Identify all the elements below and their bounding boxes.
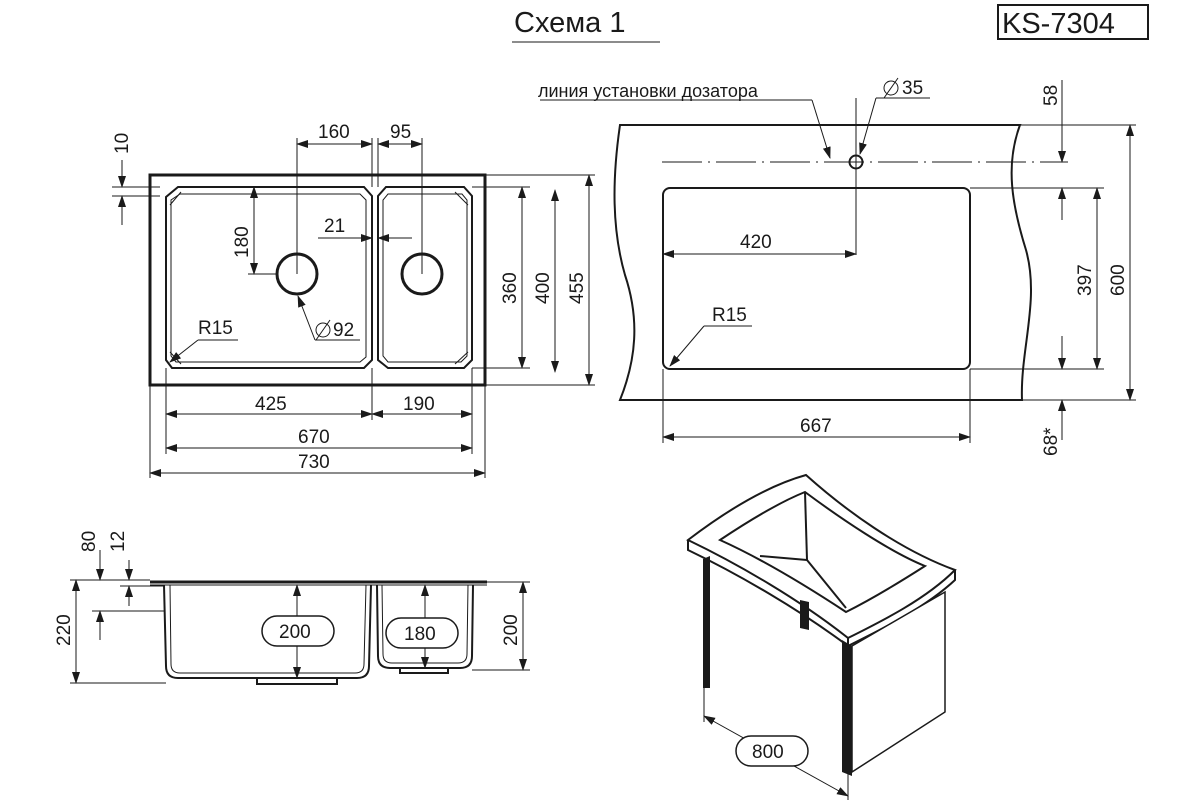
section-drain-big: [256, 677, 338, 685]
diameter-icon: [315, 319, 331, 341]
dim-80: 80: [79, 531, 100, 552]
header: Схема 1 KS-7304: [512, 4, 1149, 43]
top-view: 160 95 10 180 21 360 400 455 R15: [112, 122, 595, 478]
diameter-icon: [883, 77, 899, 99]
dim-455: 455: [567, 272, 588, 304]
dim-10: 10: [112, 133, 133, 154]
section-view: 80 12 220 200 180 200: [54, 531, 530, 685]
dim-425: 425: [255, 394, 287, 415]
sink-flange-outline: [148, 173, 487, 387]
dim-420: 420: [740, 232, 772, 253]
dim-180-section: 180: [404, 624, 436, 645]
dim-200-right: 200: [501, 614, 522, 646]
dim-220: 220: [54, 614, 75, 646]
dim-200-big: 200: [279, 622, 311, 643]
iso-front-panel: [842, 640, 852, 776]
dim-58: 58: [1041, 85, 1062, 106]
cutout-outline: [662, 187, 971, 370]
small-bowl-inner: [382, 193, 468, 363]
dim-397: 397: [1075, 264, 1096, 296]
dim-21: 21: [324, 216, 345, 237]
dim-68: 68*: [1041, 427, 1062, 456]
dim-95: 95: [390, 122, 411, 143]
iso-left-panel: [703, 556, 710, 688]
dim-800-box: [735, 735, 809, 767]
big-bowl-outline: [165, 186, 373, 369]
dim-190: 190: [403, 394, 435, 415]
small-bowl-outline: [377, 186, 473, 369]
dim-360: 360: [500, 272, 521, 304]
dim-200-box: [261, 615, 335, 647]
dim-d35: 35: [902, 78, 923, 99]
dim-12: 12: [108, 531, 129, 552]
cabinet-view: линия установки дозатора 35 420 R15 58 3…: [538, 77, 1136, 456]
iso-side-panel: [851, 590, 946, 774]
dim-600: 600: [1108, 264, 1129, 296]
model-number: KS-7304: [1002, 8, 1115, 40]
dim-400: 400: [533, 272, 554, 304]
scheme-title: Схема 1: [514, 7, 626, 39]
dim-160: 160: [318, 122, 350, 143]
section-drain-small: [399, 667, 449, 674]
dispenser-line-label: линия установки дозатора: [538, 81, 759, 101]
big-bowl-inner: [170, 193, 367, 363]
dim-r15: R15: [198, 318, 233, 339]
dim-730: 730: [298, 452, 330, 473]
dim-667: 667: [800, 416, 832, 437]
dim-180: 180: [232, 226, 253, 258]
dim-800: 800: [752, 742, 784, 763]
model-frame: [997, 4, 1149, 40]
dim-180-box: [385, 617, 459, 649]
dim-r15: R15: [712, 305, 747, 326]
countertop-outline: [613, 124, 1032, 401]
dim-d92: 92: [333, 320, 354, 341]
iso-view: 800: [686, 473, 957, 800]
dim-670: 670: [298, 427, 330, 448]
iso-cutout: [717, 490, 928, 614]
